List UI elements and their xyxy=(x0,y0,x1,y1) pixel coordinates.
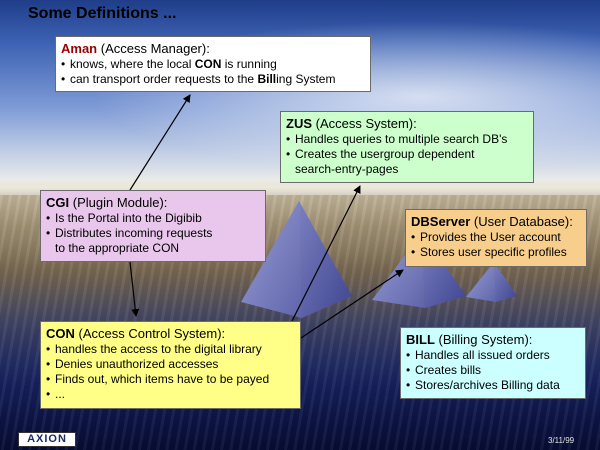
con-bullet: Finds out, which items have to be payed xyxy=(46,372,295,387)
bill-desc: (Billing System): xyxy=(434,332,533,347)
aman-bullets: knows, where the local CON is running ca… xyxy=(61,57,365,87)
cgi-name: CGI xyxy=(46,195,70,210)
aman-bullet-strong: Bill xyxy=(257,72,277,86)
con-heading: CON (Access Control System): xyxy=(46,325,295,342)
con-bullet: ... xyxy=(46,387,295,402)
con-desc: (Access Control System): xyxy=(74,326,226,341)
axion-logo: AXION xyxy=(18,432,76,447)
cgi-box: CGI (Plugin Module): Is the Portal into … xyxy=(40,190,266,262)
cgi-bullet-continuation: to the appropriate CON xyxy=(55,241,180,255)
con-bullets: handles the access to the digital librar… xyxy=(46,342,295,402)
zus-heading: ZUS (Access System): xyxy=(286,115,528,132)
zus-bullet-continuation: search-entry-pages xyxy=(295,162,399,176)
bill-bullets: Handles all issued orders Creates bills … xyxy=(406,348,580,393)
aman-bullet-text: knows, where the local xyxy=(70,57,195,71)
con-box: CON (Access Control System): handles the… xyxy=(40,321,301,409)
bill-name: BILL xyxy=(406,332,435,347)
cgi-bullet: Is the Portal into the Digibib xyxy=(46,211,260,226)
bill-heading: BILL (Billing System): xyxy=(406,331,580,348)
aman-bullet: knows, where the local CON is running xyxy=(61,57,365,72)
aman-bullet-text: is running xyxy=(221,57,277,71)
zus-bullet: Creates the usergroup dependent xyxy=(286,147,528,162)
zus-bullet: Handles queries to multiple search DB's xyxy=(286,132,528,147)
dbserver-heading: DBServer (User Database): xyxy=(411,213,581,230)
cgi-bullets: Is the Portal into the Digibib Distribut… xyxy=(46,211,260,241)
dbserver-box: DBServer (User Database): Provides the U… xyxy=(405,209,587,267)
bill-bullet: Handles all issued orders xyxy=(406,348,580,363)
pyramid-small xyxy=(466,262,517,302)
bill-bullet: Creates bills xyxy=(406,363,580,378)
slide-title: Some Definitions ... xyxy=(28,5,177,22)
con-name: CON xyxy=(46,326,75,341)
aman-box: Aman (Access Manager): knows, where the … xyxy=(55,36,371,92)
aman-bullet-text: ing System xyxy=(276,72,336,86)
dbserver-bullets: Provides the User account Stores user sp… xyxy=(411,230,581,260)
bill-bullet: Stores/archives Billing data xyxy=(406,378,580,393)
aman-bullet: can transport order requests to the Bill… xyxy=(61,72,365,87)
con-bullet: Denies unauthorized accesses xyxy=(46,357,295,372)
cgi-heading: CGI (Plugin Module): xyxy=(46,194,260,211)
aman-bullet-text: can transport order requests to the xyxy=(70,72,258,86)
dbserver-bullet: Provides the User account xyxy=(411,230,581,245)
aman-desc: (Access Manager): xyxy=(97,41,210,56)
aman-heading: Aman (Access Manager): xyxy=(61,40,365,57)
aman-bullet-strong: CON xyxy=(194,57,222,71)
dbserver-name: DBServer xyxy=(411,214,471,229)
cgi-bullet: Distributes incoming requests xyxy=(46,226,260,241)
zus-bullets: Handles queries to multiple search DB's … xyxy=(286,132,528,162)
dbserver-desc: (User Database): xyxy=(470,214,573,229)
con-bullet: handles the access to the digital librar… xyxy=(46,342,295,357)
zus-name: ZUS xyxy=(286,116,312,131)
zus-box: ZUS (Access System): Handles queries to … xyxy=(280,111,534,183)
bill-box: BILL (Billing System): Handles all issue… xyxy=(400,327,586,399)
slide-date: 3/11/99 xyxy=(548,436,575,445)
zus-desc: (Access System): xyxy=(312,116,417,131)
dbserver-bullet: Stores user specific profiles xyxy=(411,245,581,260)
cgi-desc: (Plugin Module): xyxy=(69,195,168,210)
aman-name: Aman xyxy=(61,41,98,56)
